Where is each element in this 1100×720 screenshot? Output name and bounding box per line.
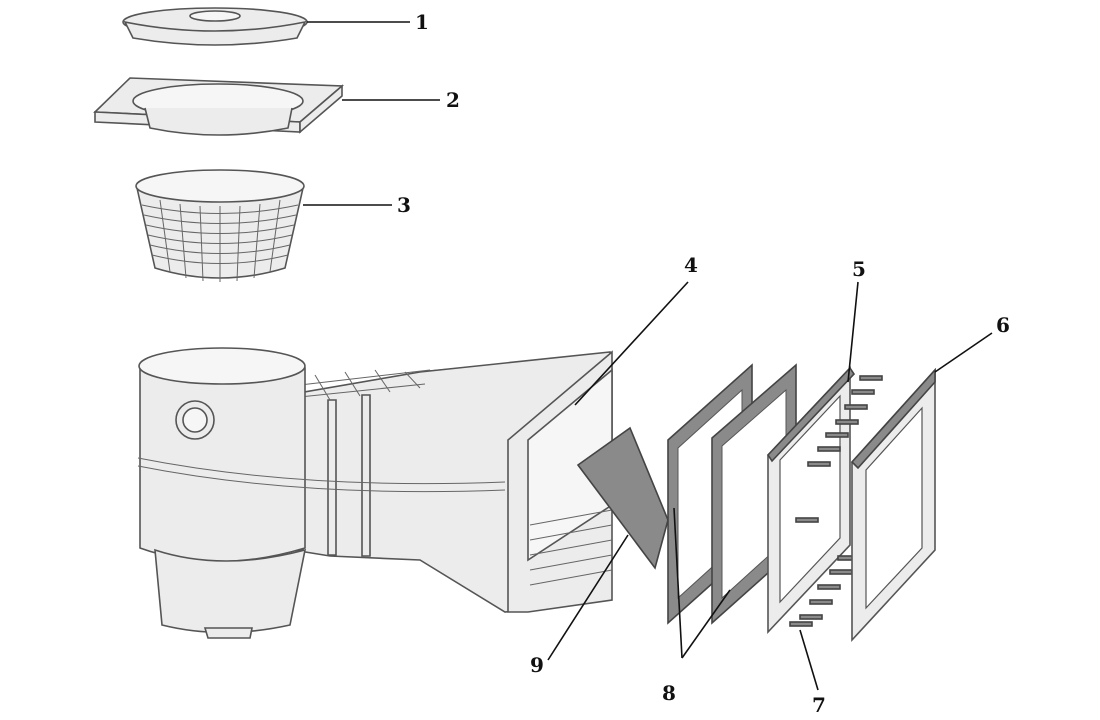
basket-part — [135, 169, 305, 282]
lid-part — [122, 7, 308, 46]
callout-3-label: 3 — [397, 193, 411, 217]
callout-1-label: 1 — [415, 10, 429, 34]
trim-frame-part — [850, 367, 936, 643]
callout-9-label: 9 — [530, 653, 544, 677]
callout-2-label: 2 — [446, 88, 460, 112]
skimmer-body — [137, 347, 613, 639]
callout-7-label: 7 — [812, 693, 826, 717]
leader-lines — [303, 21, 993, 691]
callout-labels: 1 2 3 4 5 6 7 8 9 — [397, 10, 1010, 717]
deck-ring-part — [93, 77, 345, 136]
screws-part — [789, 375, 883, 627]
callout-6-label: 6 — [996, 313, 1010, 337]
callout-4-label: 4 — [684, 253, 698, 277]
callout-8-label: 8 — [662, 681, 676, 705]
callout-5-label: 5 — [852, 257, 866, 281]
